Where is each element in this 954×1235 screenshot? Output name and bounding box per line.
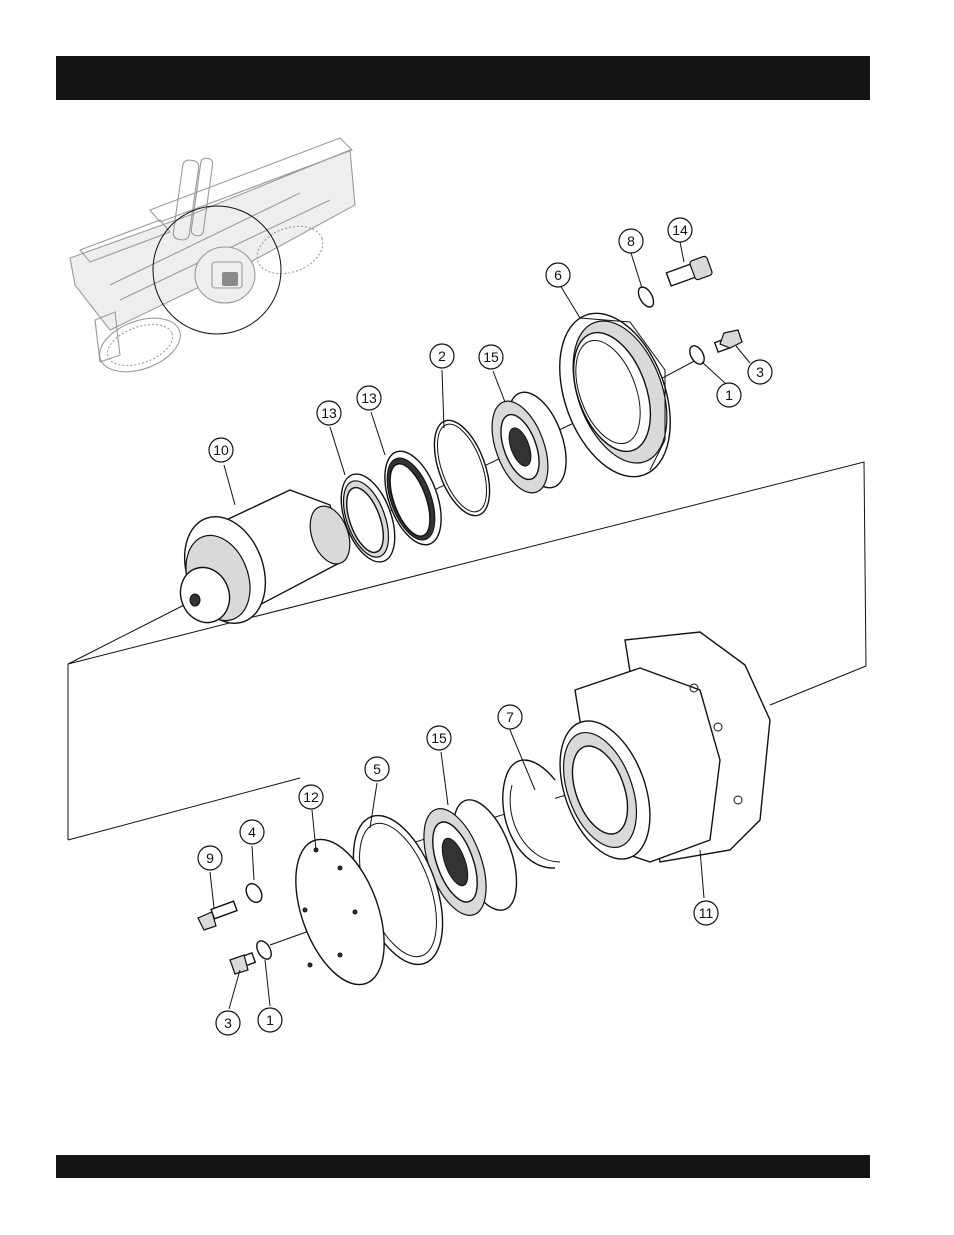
svg-text:3: 3 — [756, 364, 764, 380]
part-9-bolt — [198, 901, 237, 930]
part-10-shaft — [170, 490, 357, 635]
part-4-lock-washer — [243, 881, 265, 905]
svg-text:2: 2 — [438, 348, 446, 364]
callout-7: 7 — [498, 705, 522, 729]
part-1-washer-bottom — [254, 938, 274, 961]
callout-1: 1 — [258, 1008, 282, 1032]
callout-6: 6 — [546, 263, 570, 287]
part-3-bolt-bottom — [230, 953, 255, 974]
svg-text:1: 1 — [725, 387, 733, 403]
svg-text:7: 7 — [506, 709, 514, 725]
part-11-hub-housing — [543, 632, 770, 871]
part-8-washer — [635, 284, 656, 309]
callout-3: 3 — [216, 1011, 240, 1035]
callout-9: 9 — [198, 846, 222, 870]
svg-text:15: 15 — [431, 730, 447, 746]
svg-text:4: 4 — [248, 824, 256, 840]
callout-3: 3 — [748, 360, 772, 384]
callout-10: 10 — [209, 438, 233, 462]
callout-13: 13 — [317, 401, 341, 425]
svg-text:13: 13 — [321, 405, 337, 421]
svg-text:15: 15 — [483, 349, 499, 365]
svg-text:9: 9 — [206, 850, 214, 866]
svg-text:6: 6 — [554, 267, 562, 283]
svg-text:14: 14 — [672, 222, 688, 238]
locator-thumbnail — [70, 138, 355, 382]
svg-text:10: 10 — [213, 442, 229, 458]
svg-text:3: 3 — [224, 1015, 232, 1031]
callout-15: 15 — [479, 345, 503, 369]
callout-11: 11 — [694, 901, 718, 925]
svg-text:13: 13 — [361, 390, 377, 406]
callout-15: 15 — [427, 726, 451, 750]
part-14-cap-screw — [666, 256, 712, 286]
callout-14: 14 — [668, 218, 692, 242]
callout-1: 1 — [717, 383, 741, 407]
callout-2: 2 — [430, 344, 454, 368]
svg-text:1: 1 — [266, 1012, 274, 1028]
callout-4: 4 — [240, 820, 264, 844]
part-15-bearing-upper — [481, 384, 578, 500]
svg-text:11: 11 — [699, 905, 714, 921]
svg-text:8: 8 — [627, 233, 635, 249]
callout-8: 8 — [619, 229, 643, 253]
callout-5: 5 — [365, 757, 389, 781]
callout-13: 13 — [357, 386, 381, 410]
svg-text:5: 5 — [373, 761, 381, 777]
svg-text:12: 12 — [303, 789, 319, 805]
callout-12: 12 — [299, 785, 323, 809]
